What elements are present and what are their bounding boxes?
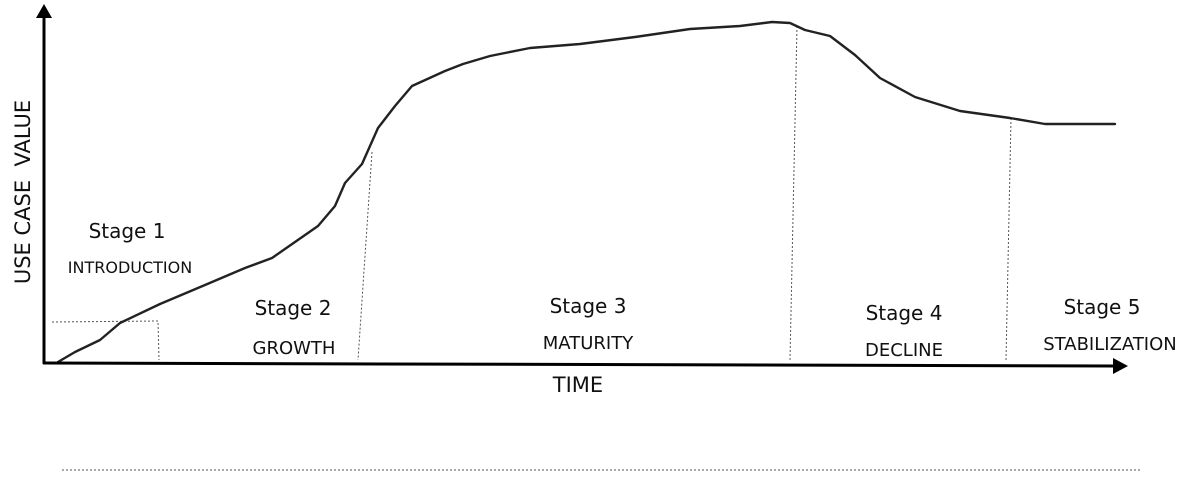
y-axis-arrowhead <box>36 4 52 18</box>
stage-3-number: Stage 3 <box>550 294 627 318</box>
y-axis-label: USE CASE VALUE <box>11 100 35 284</box>
stage-4-name: DECLINE <box>865 340 943 361</box>
stage-4-number: Stage 4 <box>866 301 943 325</box>
stage-5-name: STABILIZATION <box>1043 334 1177 355</box>
x-axis-arrowhead <box>1113 358 1128 374</box>
stage4-divider <box>1005 117 1012 361</box>
stage3-divider <box>789 25 798 361</box>
stage2-divider <box>357 151 373 361</box>
x-axis <box>42 361 1116 368</box>
lifecycle-curve <box>56 20 1117 364</box>
stage-3-name: MATURITY <box>543 333 634 354</box>
stage-5-number: Stage 5 <box>1064 295 1141 319</box>
stage-1-number: Stage 1 <box>89 219 166 243</box>
stage-2-number: Stage 2 <box>255 296 332 320</box>
stage-1-name: INTRODUCTION <box>68 258 192 277</box>
stage1-box-guide <box>51 320 160 361</box>
x-axis-label: TIME <box>552 373 603 397</box>
stage-2-name: GROWTH <box>253 338 336 359</box>
